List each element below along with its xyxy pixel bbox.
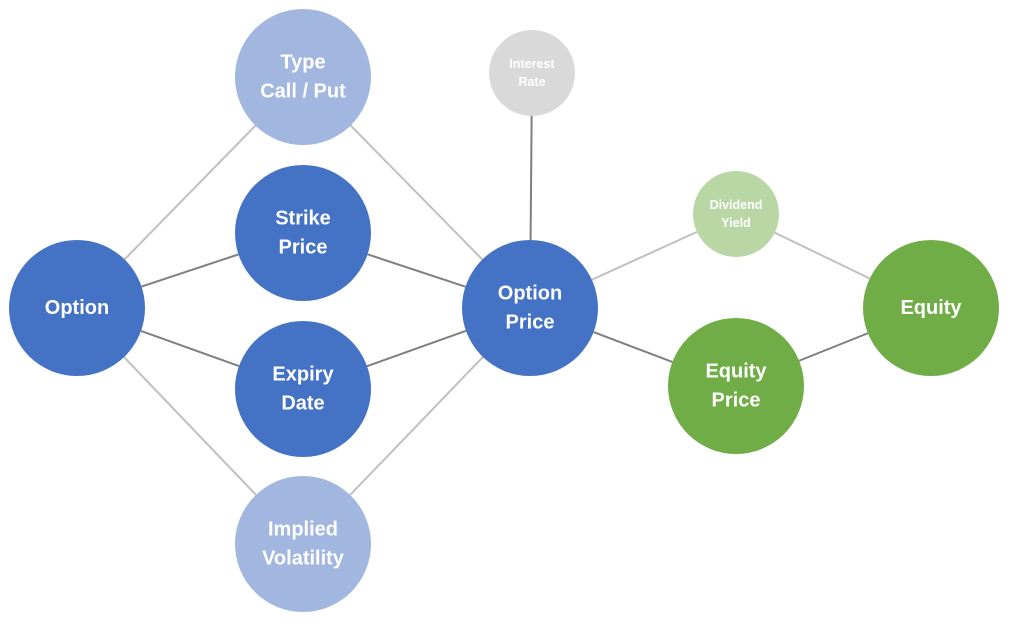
node-strike-price-circle xyxy=(235,165,371,301)
edge-equity-price-to-equity xyxy=(798,332,869,362)
node-equity-label-line-1: Equity xyxy=(900,297,962,319)
node-equity-price-label-line-2: Price xyxy=(712,390,761,412)
edge-option-price-to-equity-price xyxy=(593,331,673,363)
edge-dividend-yield-to-equity xyxy=(774,231,871,280)
node-dividend-yield-circle xyxy=(693,171,779,257)
edge-option-to-expiry-date xyxy=(140,330,240,367)
edge-option-to-strike-price xyxy=(141,253,239,288)
node-interest-rate-circle xyxy=(489,30,575,116)
node-type-circle xyxy=(235,9,371,145)
node-option-price-label-line-2: Price xyxy=(506,312,555,334)
node-dividend-yield-label-line-2: Yield xyxy=(721,216,750,230)
node-dividend-yield-label-line-1: Dividend xyxy=(710,198,763,212)
node-equity-price-label-line-1: Equity xyxy=(705,361,767,383)
node-strike-price-label-line-1: Strike xyxy=(275,208,331,230)
node-implied-volatility-label-line-1: Implied xyxy=(268,519,338,541)
edge-option-to-type xyxy=(123,124,257,261)
node-equity-price-circle xyxy=(668,318,804,454)
node-interest-rate-label-line-2: Rate xyxy=(518,75,545,89)
edge-option-to-implied-volatility xyxy=(123,356,257,496)
node-option: Option xyxy=(9,240,145,376)
node-implied-volatility-circle xyxy=(235,476,371,612)
node-implied-volatility-label-line-2: Volatility xyxy=(262,548,345,570)
node-option-price-label-line-1: Option xyxy=(498,283,562,305)
node-option-circle xyxy=(9,240,145,376)
edge-type-to-option-price xyxy=(349,124,484,261)
node-option-label-line-1: Option xyxy=(45,297,109,319)
node-equity: Equity xyxy=(863,240,999,376)
edge-expiry-date-to-option-price xyxy=(366,329,467,368)
node-option-price-circle xyxy=(462,240,598,376)
node-equity-circle xyxy=(863,240,999,376)
edge-option-price-to-dividend-yield xyxy=(591,230,698,281)
edge-strike-price-to-option-price xyxy=(367,253,466,288)
node-strike-price-label-line-2: Price xyxy=(279,237,328,259)
edge-interest-rate-to-option-price xyxy=(529,115,533,241)
diagram-edges xyxy=(123,115,871,496)
node-interest-rate-label-line-1: Interest xyxy=(509,57,555,71)
node-type-label-line-2: Call / Put xyxy=(260,81,346,103)
node-expiry-date-label-line-2: Date xyxy=(281,393,324,415)
node-expiry-date-label-line-1: Expiry xyxy=(272,364,334,386)
node-expiry-date-circle xyxy=(235,321,371,457)
edge-implied-volatility-to-option-price xyxy=(349,356,484,496)
node-type-label-line-1: Type xyxy=(280,52,325,74)
